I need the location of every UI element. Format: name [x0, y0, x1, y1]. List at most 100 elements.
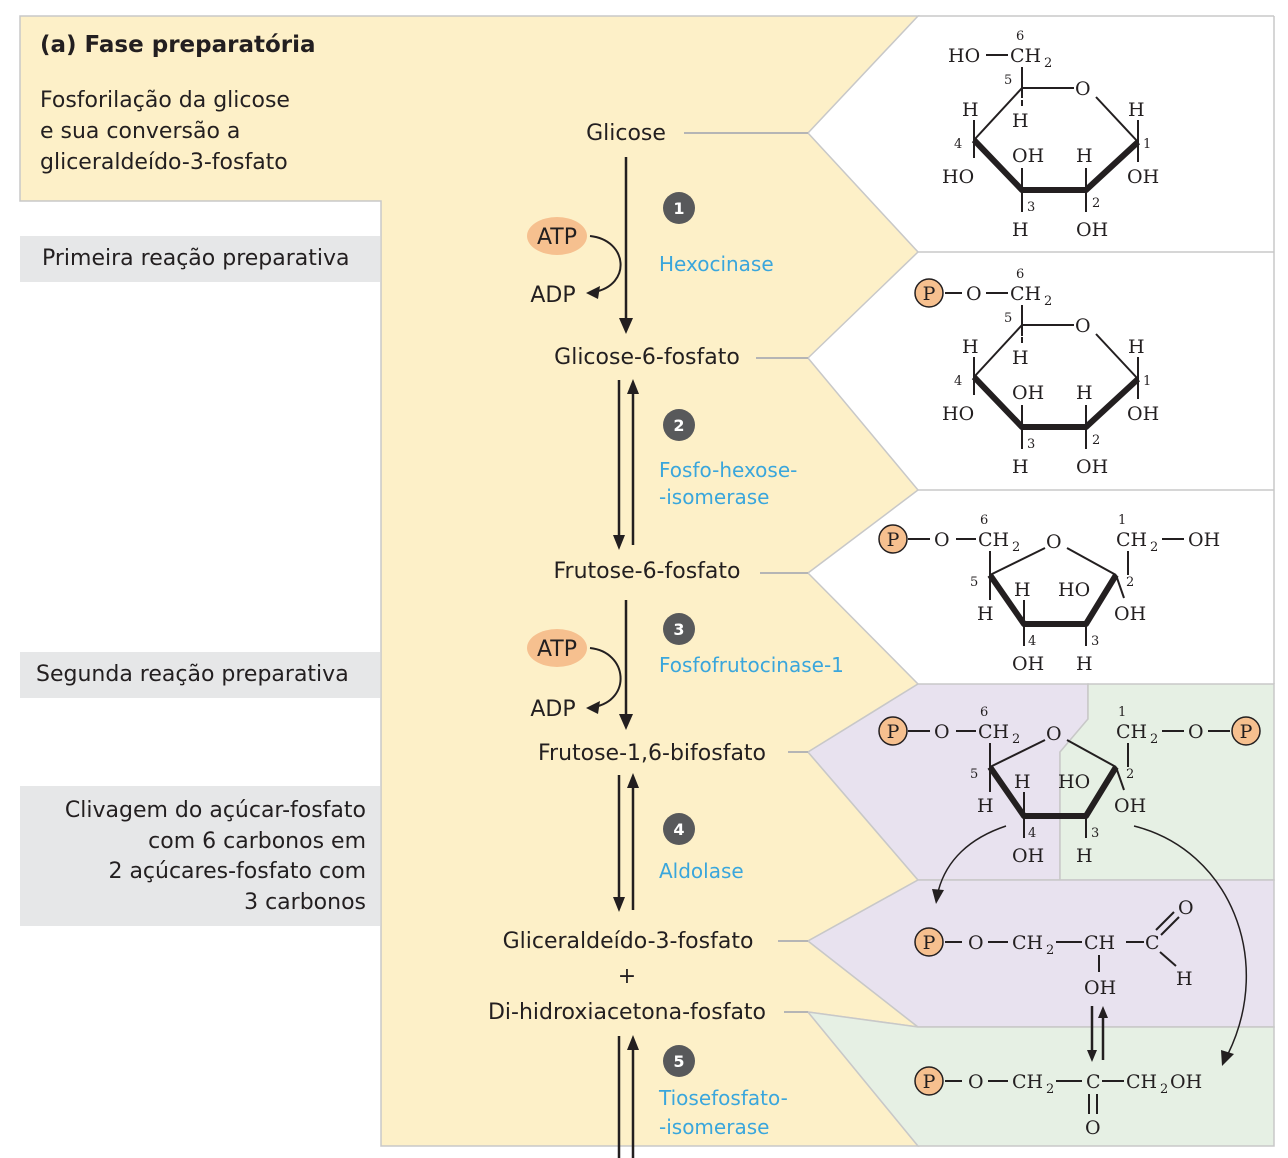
svg-text:4: 4	[954, 374, 962, 389]
svg-text:CH: CH	[1116, 529, 1147, 551]
atp-curve-head-step3	[586, 701, 600, 714]
svg-text:6: 6	[980, 513, 988, 528]
svg-text:6: 6	[1016, 29, 1024, 44]
cleavage-arrow-right	[1133, 825, 1248, 1055]
svg-text:P: P	[887, 529, 900, 551]
svg-text:H: H	[1076, 845, 1093, 867]
metabolite-f16bp: Frutose-1,6-bifosfato	[538, 741, 766, 766]
step-5-number: 5	[673, 1052, 684, 1071]
svg-text:OH: OH	[1188, 529, 1220, 551]
svg-text:P: P	[923, 283, 936, 305]
svg-text:HO: HO	[1058, 579, 1090, 601]
svg-text:6: 6	[1016, 267, 1024, 282]
triose-equilibrium-arrows	[1087, 1006, 1108, 1062]
svg-text:5: 5	[1004, 311, 1012, 326]
adp-label-step1: ADP	[530, 283, 575, 308]
step-2-number: 2	[673, 416, 684, 435]
svg-text:3: 3	[1027, 437, 1035, 452]
svg-text:H: H	[977, 603, 994, 625]
svg-text:H: H	[962, 99, 979, 121]
gap-structure	[945, 911, 1180, 972]
description-line: e sua conversão a	[40, 119, 241, 144]
svg-text:P: P	[1240, 721, 1253, 743]
svg-text:CH: CH	[1116, 721, 1147, 743]
svg-text:H: H	[1014, 771, 1031, 793]
arrowhead-step4-forward	[613, 897, 625, 912]
cleavage-line: Clivagem do açúcar-fosfato	[64, 798, 366, 823]
svg-text:O: O	[1075, 78, 1091, 100]
step-2-badge	[663, 409, 695, 441]
metabolite-glucose: Glicose	[586, 121, 666, 146]
svg-text:P: P	[923, 1071, 936, 1093]
svg-text:O: O	[1178, 897, 1194, 919]
svg-text:H: H	[977, 795, 994, 817]
svg-text:1: 1	[1118, 513, 1126, 528]
svg-text:3: 3	[1091, 634, 1099, 649]
svg-text:2: 2	[1150, 540, 1158, 555]
atp-curve-head-step1	[586, 286, 600, 299]
svg-text:2: 2	[1012, 732, 1020, 747]
gap-labels: P O CH 2 CH C O H OH	[914, 897, 1194, 999]
svg-text:5: 5	[970, 575, 978, 590]
arrowhead-step4-back	[627, 773, 639, 788]
step-1-number: 1	[673, 199, 684, 218]
atp-bubble-step1	[527, 217, 587, 255]
svg-text:OH: OH	[1012, 145, 1044, 167]
phosphate-icon	[914, 1066, 944, 1096]
figure-description: Fosforilação da glicose e sua conversão …	[40, 85, 290, 178]
svg-text:O: O	[1046, 531, 1062, 553]
svg-text:4: 4	[954, 137, 962, 152]
cleavage-arrowhead-left	[932, 889, 944, 904]
svg-text:OH: OH	[1084, 977, 1116, 999]
svg-text:O: O	[968, 932, 984, 954]
reaction-arrows	[613, 157, 639, 1158]
svg-text:2: 2	[1092, 433, 1100, 448]
svg-text:1: 1	[1143, 137, 1151, 152]
svg-text:O: O	[968, 1071, 984, 1093]
cleavage-line: 2 açúcares-fosfato com	[108, 859, 366, 884]
svg-text:2: 2	[1046, 943, 1054, 958]
svg-text:H: H	[1014, 579, 1031, 601]
svg-text:CH: CH	[1010, 283, 1041, 305]
svg-text:4: 4	[1028, 634, 1036, 649]
plus-sign: +	[618, 964, 636, 989]
svg-text:HO: HO	[942, 166, 974, 188]
svg-text:2: 2	[1044, 294, 1052, 309]
atp-label-step1: ATP	[537, 225, 577, 250]
description-line: gliceraldeído-3-fosfato	[40, 150, 288, 175]
step-5-badge	[663, 1045, 695, 1077]
svg-text:CH: CH	[1084, 932, 1115, 954]
svg-text:O: O	[934, 529, 950, 551]
label-cleavage: Clivagem do açúcar-fosfato com 6 carbono…	[20, 786, 380, 926]
step-4-badge	[663, 813, 695, 845]
svg-text:5: 5	[970, 767, 978, 782]
arrowhead-step2-back	[627, 379, 639, 394]
svg-text:2: 2	[1160, 1082, 1168, 1097]
f16bp-structure	[908, 730, 1230, 838]
svg-text:O: O	[1075, 315, 1091, 337]
svg-text:H: H	[1076, 653, 1093, 675]
svg-text:O: O	[934, 721, 950, 743]
svg-text:H: H	[1128, 99, 1145, 121]
atp-curve-step1	[589, 235, 622, 293]
metabolite-gap: Gliceraldeído-3-fosfato	[503, 929, 754, 954]
label-second-reaction: Segunda reação preparativa	[20, 652, 380, 698]
svg-text:OH: OH	[1012, 382, 1044, 404]
atp-label-step3: ATP	[537, 637, 577, 662]
svg-text:OH: OH	[1076, 456, 1108, 478]
phosphate-icon	[878, 524, 908, 554]
svg-text:O: O	[966, 283, 982, 305]
enzyme-step5-line1: Tiosefosfato-	[658, 1086, 788, 1110]
adp-label-step3: ADP	[530, 697, 575, 722]
dhap-structure	[945, 1080, 1124, 1114]
svg-text:H: H	[1076, 145, 1093, 167]
svg-text:H: H	[1176, 968, 1193, 990]
arrowhead-step5-back	[627, 1035, 639, 1050]
svg-text:OH: OH	[1114, 795, 1146, 817]
description-line: Fosforilação da glicose	[40, 88, 290, 113]
svg-text:H: H	[1012, 456, 1029, 478]
step-3-badge	[663, 613, 695, 645]
g6p-labels: P O CH 2 6 5 O H H H 4 1 OH H HO OH 3 2 …	[914, 267, 1159, 478]
svg-text:HO: HO	[1058, 771, 1090, 793]
